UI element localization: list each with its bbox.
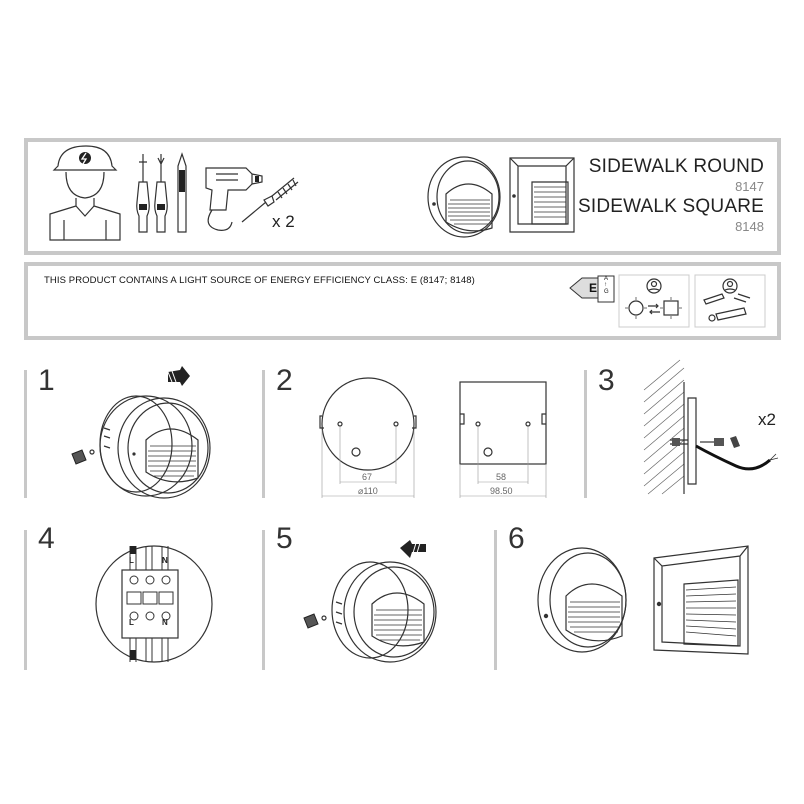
divider-step-4 — [24, 530, 27, 670]
quantity-label: x 2 — [272, 212, 295, 231]
energy-scale-top: A — [604, 276, 609, 282]
energy-statement: THIS PRODUCT CONTAINS A LIGHT SOURCE OF … — [44, 275, 475, 286]
energy-scale-bottom: G — [604, 289, 609, 295]
energy-class-badge — [569, 275, 615, 303]
energy-scale-arrow: ↑ — [604, 282, 607, 288]
square-outer-dimension: 98.50 — [490, 486, 513, 496]
step-5-reassembly-illustration — [303, 540, 437, 663]
round-inner-dimension: 67 — [362, 472, 373, 482]
round-outer-dimension: ⌀110 — [358, 486, 378, 496]
step-1-number: 1 — [38, 364, 55, 397]
step-2-number: 2 — [276, 364, 293, 397]
step-4-wiring-diagram — [95, 545, 213, 663]
wire-top-live-label: L — [129, 556, 134, 565]
product-round-code: 8147 — [735, 179, 764, 194]
step-3-wall-mounting-illustration — [643, 359, 779, 495]
electrician-worker-icon — [49, 145, 121, 241]
control-gear-replaceable-icon — [694, 274, 766, 328]
tools-header-box — [24, 138, 781, 255]
step-3-number: 3 — [598, 364, 615, 397]
product-square-code: 8148 — [735, 219, 764, 234]
drill-icon — [205, 167, 263, 231]
energy-info-box — [24, 262, 781, 340]
step-4-number: 4 — [38, 522, 55, 555]
screw-dowel-icon — [241, 177, 299, 223]
step-6-finished-lamps — [537, 545, 749, 655]
divider-step-2 — [262, 370, 265, 498]
product-round-name: SIDEWALK ROUND — [588, 156, 764, 177]
divider-step-1 — [24, 370, 27, 498]
wire-top-neutral-label: N — [162, 556, 168, 565]
divider-step-5 — [262, 530, 265, 670]
square-inner-dimension: 58 — [496, 472, 507, 482]
step-5-number: 5 — [276, 522, 293, 555]
step-1-disassembly-illustration — [71, 366, 211, 499]
energy-class-letter: E — [589, 281, 598, 295]
round-lamp-thumbnail — [427, 156, 501, 238]
wire-bottom-neutral-label: N — [162, 618, 168, 627]
step-6-number: 6 — [508, 522, 525, 555]
wire-bottom-live-label: L — [129, 618, 134, 627]
divider-step-6 — [494, 530, 497, 670]
screw-quantity-label: x2 — [758, 410, 776, 429]
step-2-drilling-template — [319, 377, 547, 498]
divider-step-3 — [584, 370, 587, 498]
square-lamp-thumbnail — [509, 157, 575, 233]
screwdrivers-icon — [136, 152, 187, 233]
light-source-replaceable-icon — [618, 274, 690, 328]
product-square-name: SIDEWALK SQUARE — [577, 196, 764, 217]
